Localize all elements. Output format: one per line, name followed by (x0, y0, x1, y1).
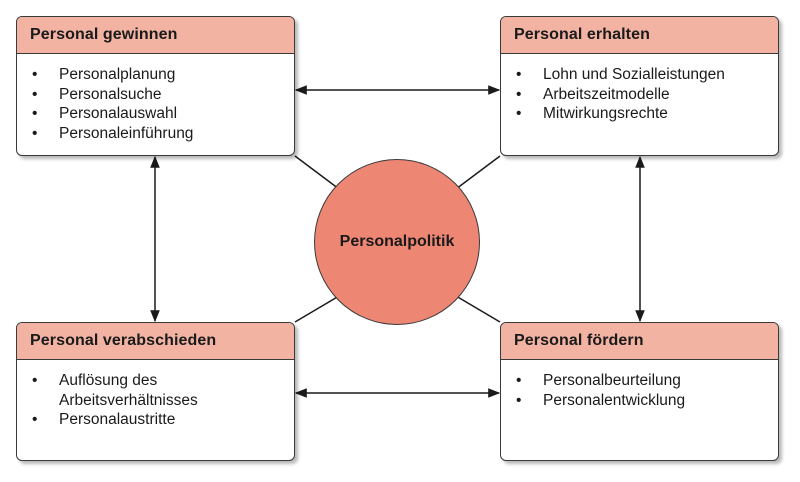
list-item: Personaleinführung (17, 124, 294, 144)
list-item: Personalsuche (17, 85, 294, 105)
box-title: Personal erhalten (501, 17, 778, 54)
spoke-bottom-right (455, 295, 501, 323)
list-item: Auflösung des Arbeitsverhältnisses (17, 371, 249, 410)
bullet-list: Personalbeurteilung Personalentwicklung (501, 360, 778, 410)
list-item: Mitwirkungsrechte (501, 104, 778, 124)
list-item: Personalaustritte (17, 410, 294, 430)
spoke-top-right (455, 155, 501, 190)
box-title: Personal gewinnen (17, 17, 294, 54)
list-item: Arbeitszeitmodelle (501, 85, 778, 105)
bullet-list: Lohn und Sozialleistungen Arbeitszeitmod… (501, 54, 778, 124)
center-label: Personalpolitik (339, 233, 455, 250)
spoke-bottom-left (294, 295, 340, 323)
box-personal-verabschieden: Personal verabschieden Auflösung des Arb… (16, 322, 295, 461)
list-item: Personalauswahl (17, 104, 294, 124)
bullet-list: Personalplanung Personalsuche Personalau… (17, 54, 294, 143)
box-personal-gewinnen: Personal gewinnen Personalplanung Person… (16, 16, 295, 156)
box-title: Personal verabschieden (17, 323, 294, 360)
box-personal-foerdern: Personal fördern Personalbeurteilung Per… (500, 322, 779, 461)
spoke-top-left (294, 155, 340, 190)
list-item: Personalplanung (17, 65, 294, 85)
bullet-list: Auflösung des Arbeitsverhältnisses Perso… (17, 360, 294, 430)
center-circle: Personalpolitik (314, 159, 480, 325)
list-item: Personalbeurteilung (501, 371, 778, 391)
box-title: Personal fördern (501, 323, 778, 360)
list-item: Personalentwicklung (501, 391, 778, 411)
box-personal-erhalten: Personal erhalten Lohn und Sozialleistun… (500, 16, 779, 156)
list-item: Lohn und Sozialleistungen (501, 65, 778, 85)
